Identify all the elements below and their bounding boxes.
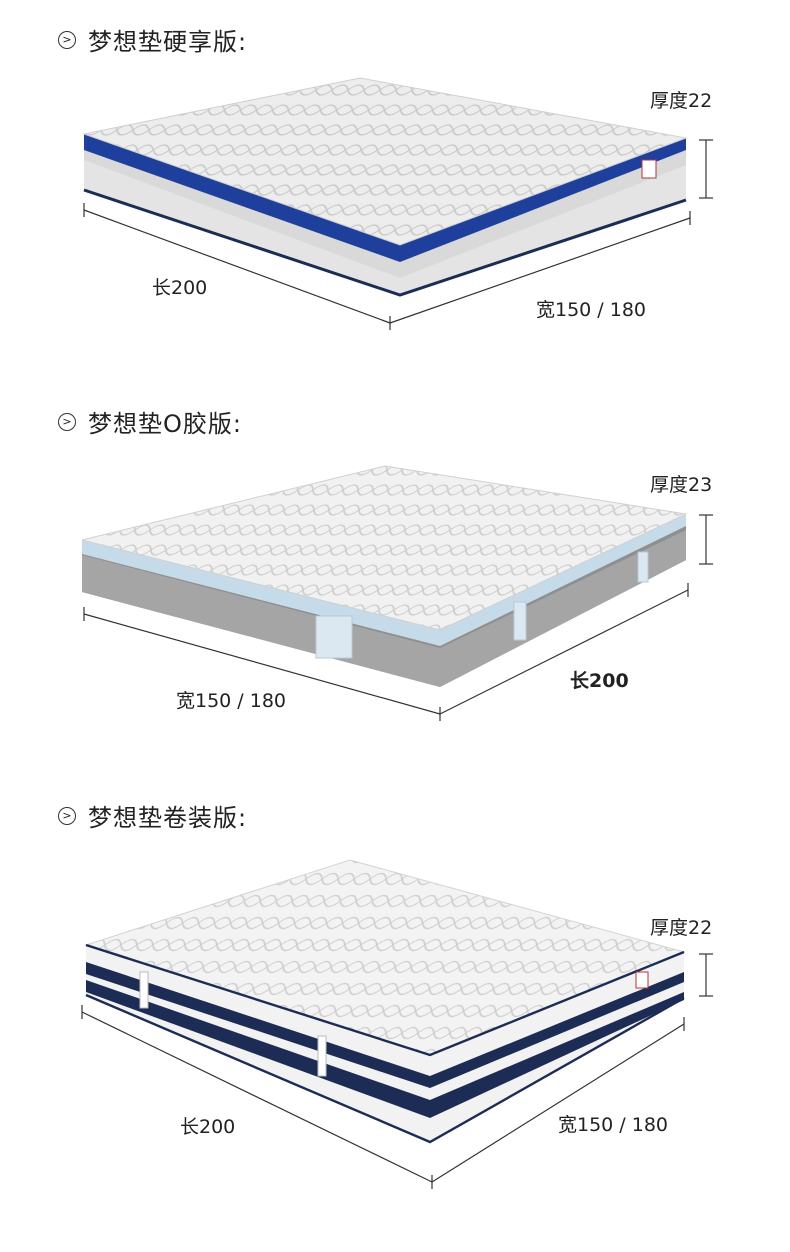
width-label: 宽150 / 180 bbox=[558, 1114, 669, 1136]
section-header: > 梦想垫卷装版: bbox=[58, 798, 247, 833]
mattress-section-hard: > 梦想垫硬享版: 厚度22 长200 宽150 / 180 bbox=[0, 0, 790, 340]
section-header: > 梦想垫O胶版: bbox=[58, 404, 242, 439]
width-label: 宽150 / 180 bbox=[536, 299, 647, 321]
section-title: 梦想垫卷装版: bbox=[88, 804, 248, 832]
mattress-image-rolled bbox=[81, 859, 713, 1189]
mattress-section-latex: > 梦想垫O胶版: 厚度23 宽150 / 180 长200 bbox=[0, 380, 790, 740]
arrow-circle-icon: > bbox=[58, 806, 76, 825]
arrow-circle-icon: > bbox=[58, 412, 76, 431]
thickness-label: 厚度22 bbox=[650, 917, 713, 939]
length-label: 长200 bbox=[570, 670, 629, 692]
mattress-image-latex bbox=[81, 465, 713, 721]
length-label: 长200 bbox=[152, 277, 208, 299]
section-header: > 梦想垫硬享版: bbox=[58, 22, 247, 57]
thickness-label: 厚度23 bbox=[650, 474, 713, 496]
width-label: 宽150 / 180 bbox=[176, 690, 287, 712]
arrow-circle-icon: > bbox=[58, 30, 76, 49]
thickness-label: 厚度22 bbox=[650, 90, 713, 112]
mattress-section-rolled: > 梦想垫卷装版: 厚度22 长2 bbox=[0, 780, 790, 1252]
section-title: 梦想垫硬享版: bbox=[88, 28, 248, 56]
length-label: 长200 bbox=[180, 1116, 236, 1138]
section-title: 梦想垫O胶版: bbox=[88, 410, 242, 438]
mattress-image-hard bbox=[82, 77, 713, 330]
